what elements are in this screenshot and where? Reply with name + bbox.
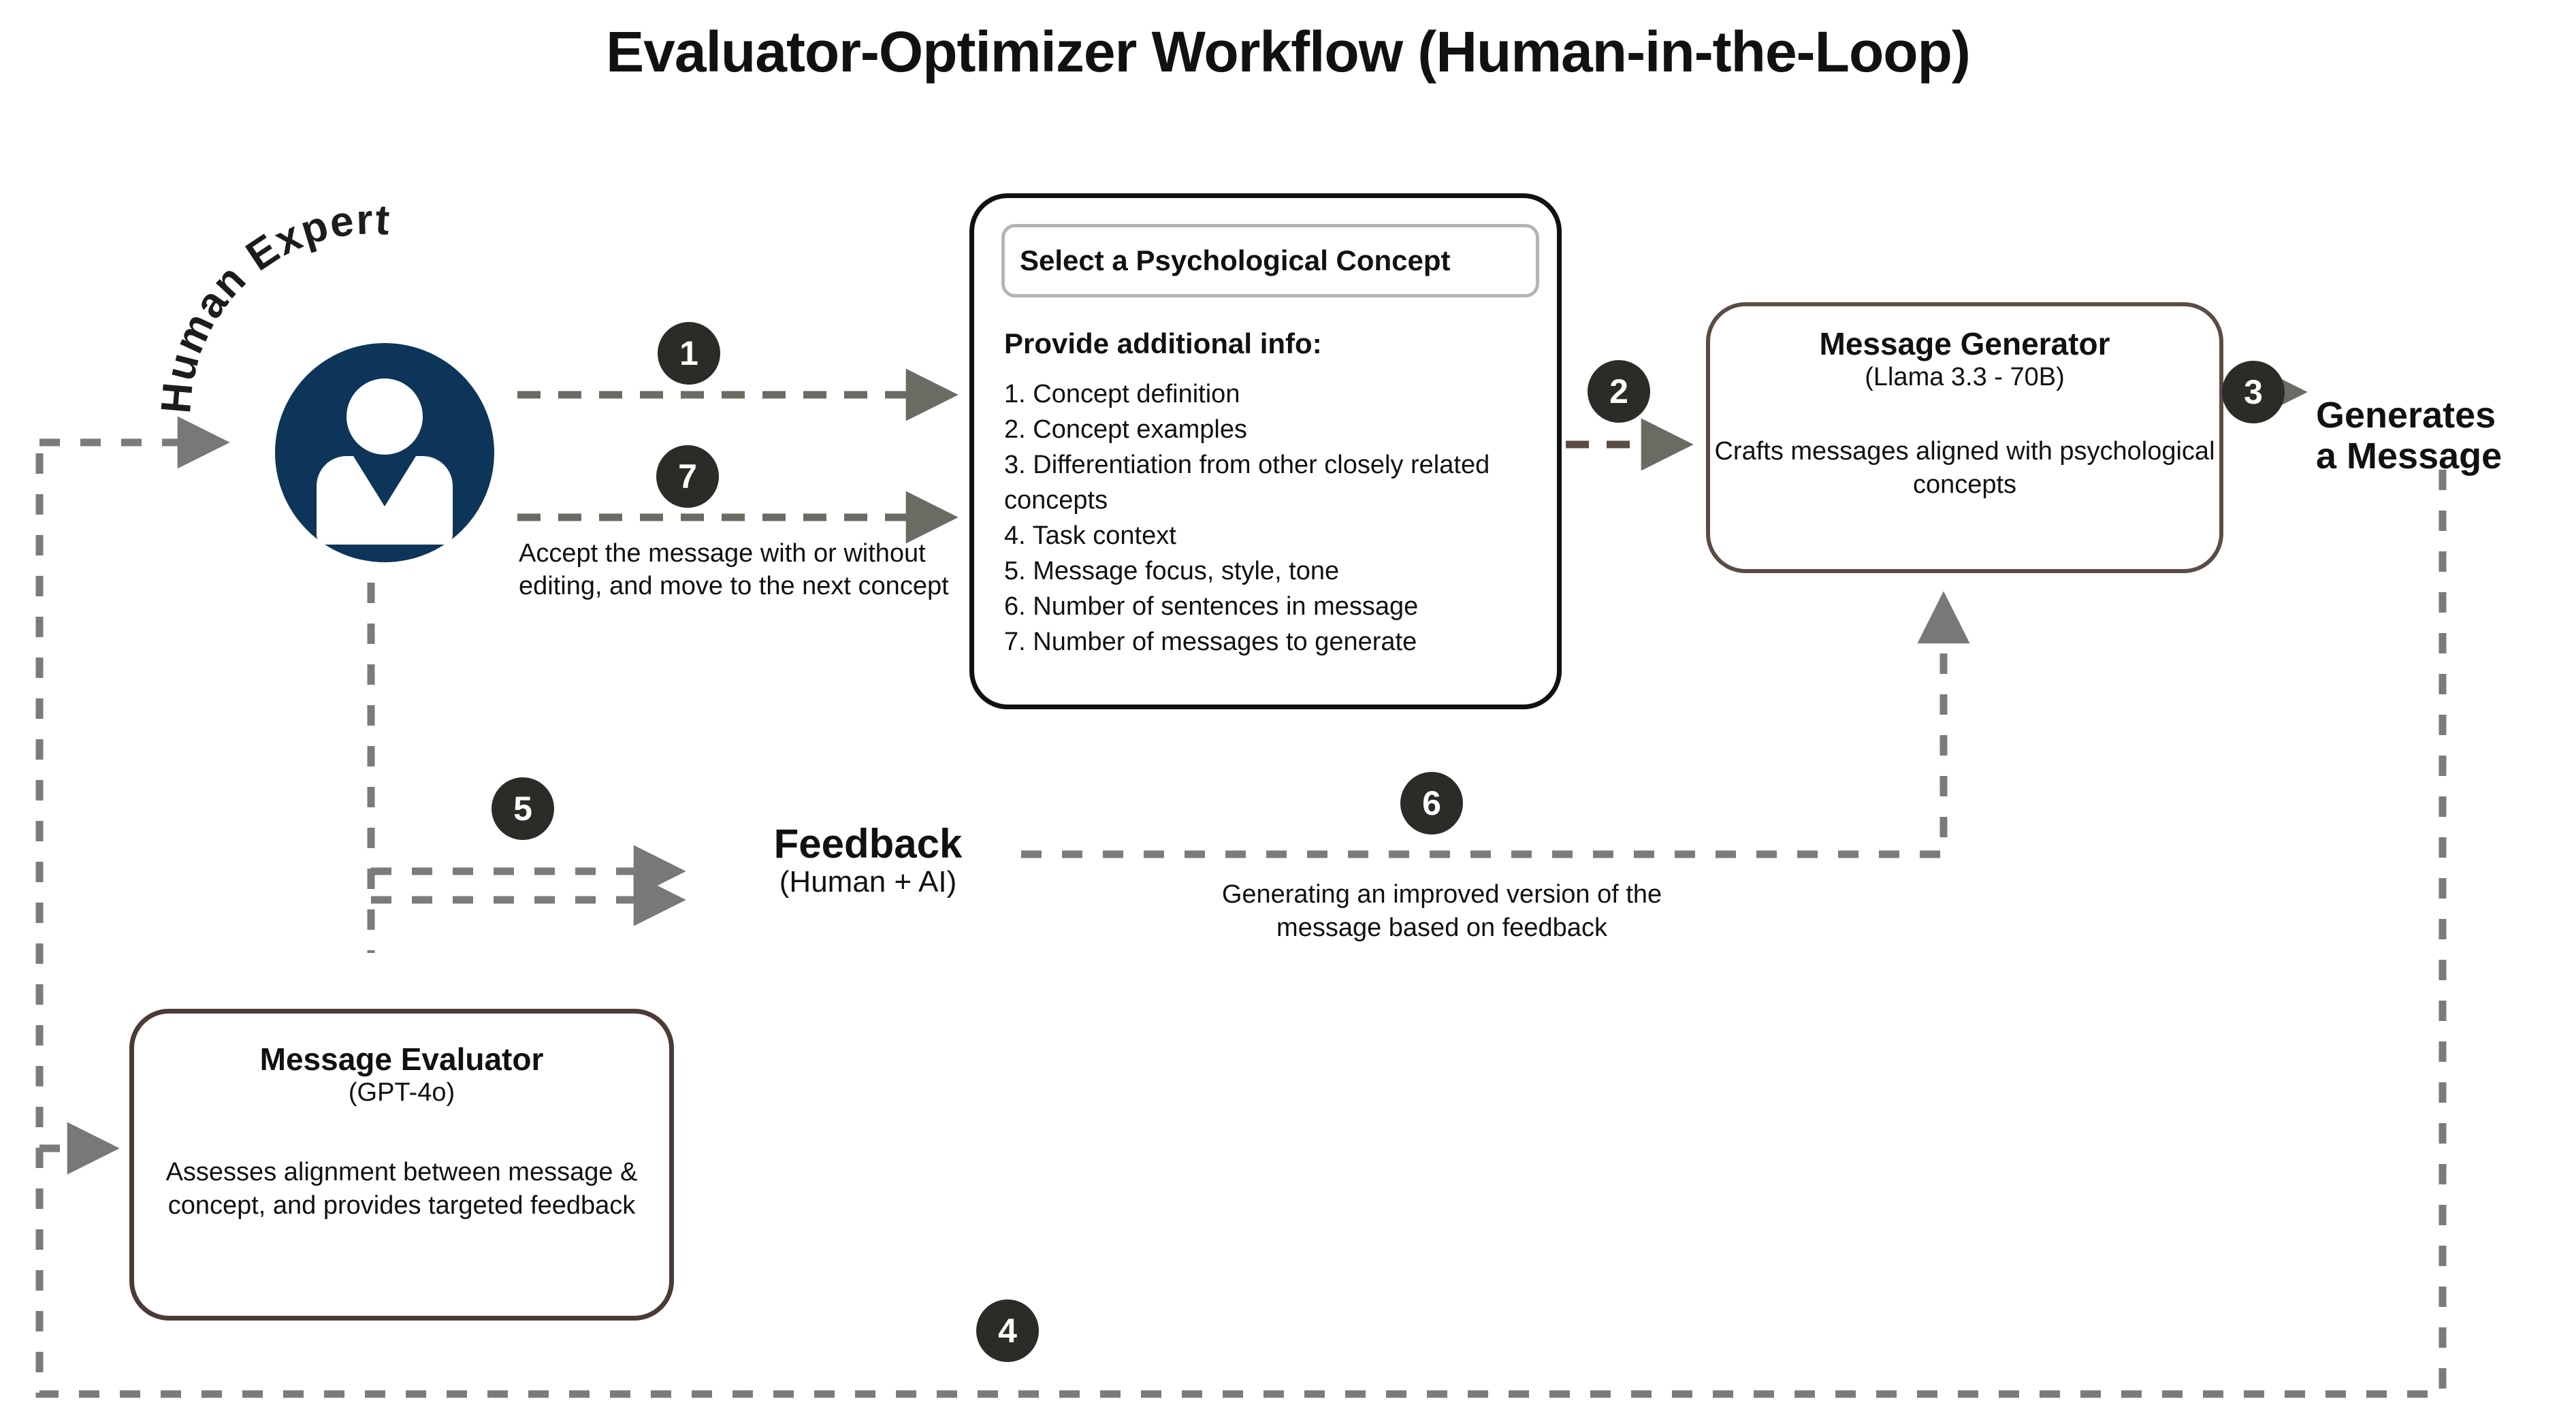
improved-version-caption: Generating an improved version of the me… <box>1221 880 1662 943</box>
generates-line-1: Generates <box>2316 395 2496 436</box>
list-item: 1. Concept definition <box>1004 380 1240 408</box>
list-item: 2. Concept examples <box>1004 415 1247 444</box>
list-item: 5. Message focus, style, tone <box>1004 557 1340 586</box>
step-badge-5: 5 <box>492 777 554 840</box>
step-badge-6: 6 <box>1400 772 1463 835</box>
list-item: 6. Number of sentences in message <box>1004 592 1419 621</box>
avatar-collar <box>353 456 416 506</box>
additional-info-list: 1. Concept definition 2. Concept example… <box>1004 376 1542 660</box>
person-avatar-icon <box>275 343 494 562</box>
step-badge-4: 4 <box>976 1299 1039 1362</box>
message-evaluator-model: (GPT-4o) <box>348 1078 455 1107</box>
message-evaluator-description: Assesses alignment between message & con… <box>165 1158 638 1220</box>
step-badge-7: 7 <box>656 445 719 508</box>
message-generator-model: (Llama 3.3 - 70B) <box>1865 362 2065 391</box>
select-concept-dropdown[interactable]: Select a Psychological Concept <box>1001 224 1539 297</box>
step-badge-1: 1 <box>658 322 720 385</box>
generates-a-message-output: Generates a Message <box>2316 395 2575 477</box>
message-evaluator-node: Message Evaluator (GPT-4o) Assesses alig… <box>129 1009 674 1321</box>
feedback-label: Feedback (Human + AI) <box>722 822 1014 900</box>
accept-message-note: Accept the message with or without editi… <box>519 539 949 600</box>
step-badge-2: 2 <box>1588 360 1650 423</box>
step-badge-3: 3 <box>2222 361 2285 423</box>
avatar-head <box>347 378 423 455</box>
list-item: 3. Differentiation from other closely re… <box>1004 451 1490 515</box>
message-generator-node: Message Generator (Llama 3.3 - 70B) Craf… <box>1706 302 2223 573</box>
message-generator-title: Message Generator <box>1819 326 2110 361</box>
list-item: 4. Task context <box>1004 521 1176 551</box>
concept-panel: Select a Psychological Concept Provide a… <box>969 193 1562 709</box>
message-generator-description: Crafts messages aligned with psychologic… <box>1714 437 2215 499</box>
message-evaluator-title: Message Evaluator <box>259 1041 544 1077</box>
feedback-subtitle: (Human + AI) <box>779 865 957 899</box>
edge-4-output-loop-to-human <box>35 442 2447 1398</box>
additional-info-heading: Provide additional info: <box>1004 327 1322 359</box>
list-item: 7. Number of messages to generate <box>1004 628 1417 657</box>
feedback-title: Feedback <box>773 821 963 867</box>
select-concept-label: Select a Psychological Concept <box>1020 244 1451 276</box>
page-title: Evaluator-Optimizer Workflow (Human-in-t… <box>606 20 1971 84</box>
generates-line-2: a Message <box>2316 436 2502 477</box>
